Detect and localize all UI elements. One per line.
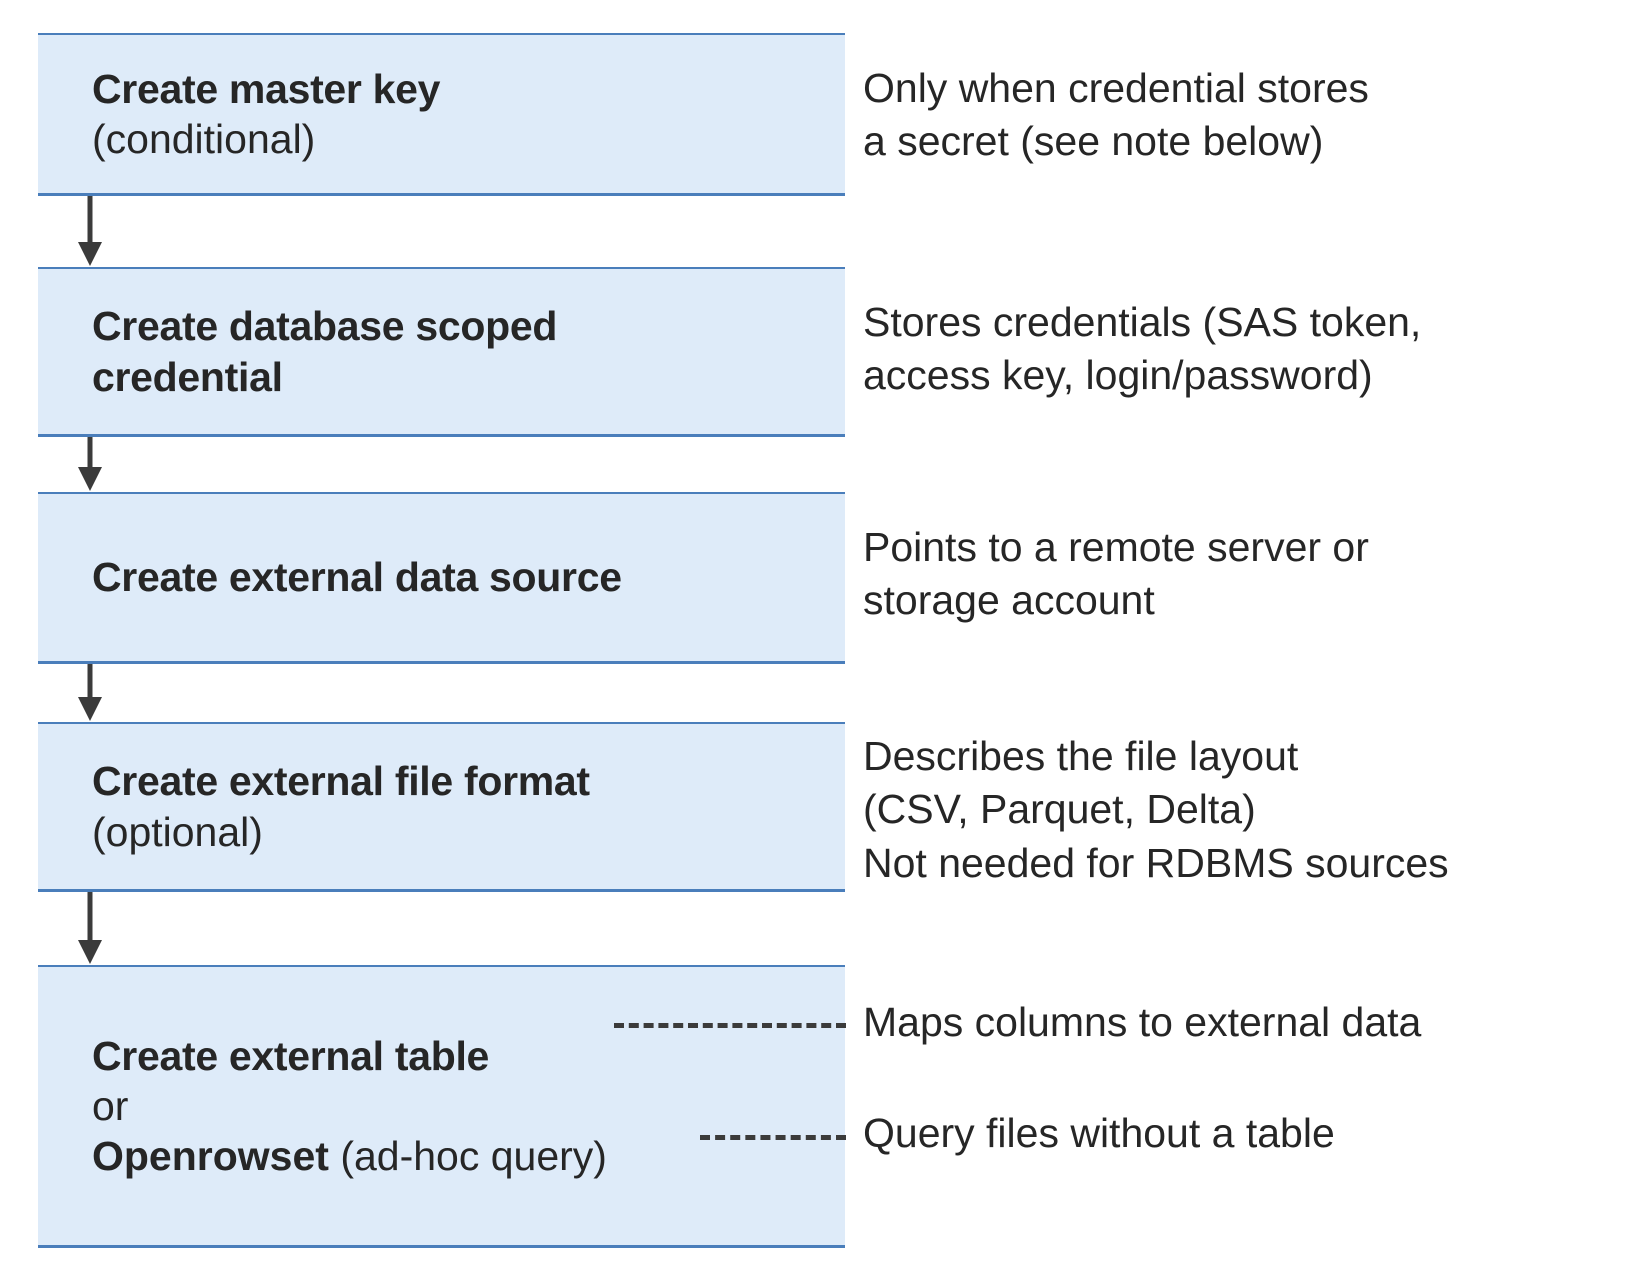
note-line: storage account <box>863 577 1155 624</box>
step-title: Create external table <box>92 1032 490 1079</box>
step-box-create-external-data-source[interactable]: Create external data source <box>38 492 845 664</box>
note-create-external-data-source: Points to a remote server or storage acc… <box>863 521 1369 628</box>
arrow-down-icon <box>76 664 104 722</box>
step-box-create-external-table-or-openrowset[interactable]: Create external table or Openrowset (ad-… <box>38 965 845 1248</box>
step-box-create-database-scoped-credential[interactable]: Create database scoped credential <box>38 267 845 437</box>
step-title-continued: credential <box>92 353 283 400</box>
arrow-down-icon <box>76 437 104 492</box>
step-alt-title: Openrowset <box>92 1133 329 1179</box>
note-line: Describes the file layout <box>863 733 1299 779</box>
step-subtitle: (conditional) <box>92 116 316 162</box>
arrow-down-icon <box>76 892 104 965</box>
arrow-down-icon <box>76 196 104 267</box>
note-line: Stores credentials (SAS token, <box>863 299 1422 345</box>
step-title: Create external file format <box>92 758 590 805</box>
note-line: a secret (see note below) <box>863 118 1324 165</box>
note-external-table: Maps columns to external data <box>863 996 1421 1049</box>
step-box-create-external-file-format[interactable]: Create external file format (optional) <box>38 722 845 892</box>
note-create-database-scoped-credential: Stores credentials (SAS token, access ke… <box>863 296 1421 403</box>
step-box-create-master-key[interactable]: Create master key (conditional) <box>38 33 845 196</box>
step-title: Create master key <box>92 65 441 112</box>
note-line: Points to a remote server or <box>863 524 1369 570</box>
note-openrowset: Query files without a table <box>863 1107 1335 1160</box>
step-text-block: Create external data source <box>38 552 845 602</box>
step-subtitle: (optional) <box>92 808 263 855</box>
note-line: Query files without a table <box>863 1110 1335 1156</box>
note-create-external-file-format: Describes the file layout (CSV, Parquet,… <box>863 730 1449 890</box>
note-line: (CSV, Parquet, Delta) <box>863 786 1256 833</box>
dashed-connector-external-table <box>614 1023 846 1028</box>
step-title: Create database scoped <box>92 303 558 350</box>
step-alt-title-row: Openrowset (ad-hoc query) <box>92 1131 835 1181</box>
step-alt-subtitle: (ad-hoc query) <box>340 1133 607 1179</box>
step-text-block: Create master key (conditional) <box>38 64 845 164</box>
step-text-block: Create external file format (optional) <box>38 756 845 856</box>
note-line: access key, login/password) <box>863 352 1373 399</box>
step-title: Create external data source <box>92 554 622 601</box>
step-text-block: Create external table or Openrowset (ad-… <box>38 1031 845 1181</box>
dashed-connector-openrowset <box>700 1135 846 1140</box>
note-line: Only when credential stores <box>863 65 1369 111</box>
note-line: Not needed for RDBMS sources <box>863 839 1449 886</box>
note-create-master-key: Only when credential stores a secret (se… <box>863 62 1369 169</box>
note-line: Maps columns to external data <box>863 999 1422 1045</box>
step-text-block: Create database scoped credential <box>38 301 845 401</box>
step-alt-subtitle-spacer <box>329 1133 340 1179</box>
step-alternative-conjunction: or <box>92 1082 129 1129</box>
